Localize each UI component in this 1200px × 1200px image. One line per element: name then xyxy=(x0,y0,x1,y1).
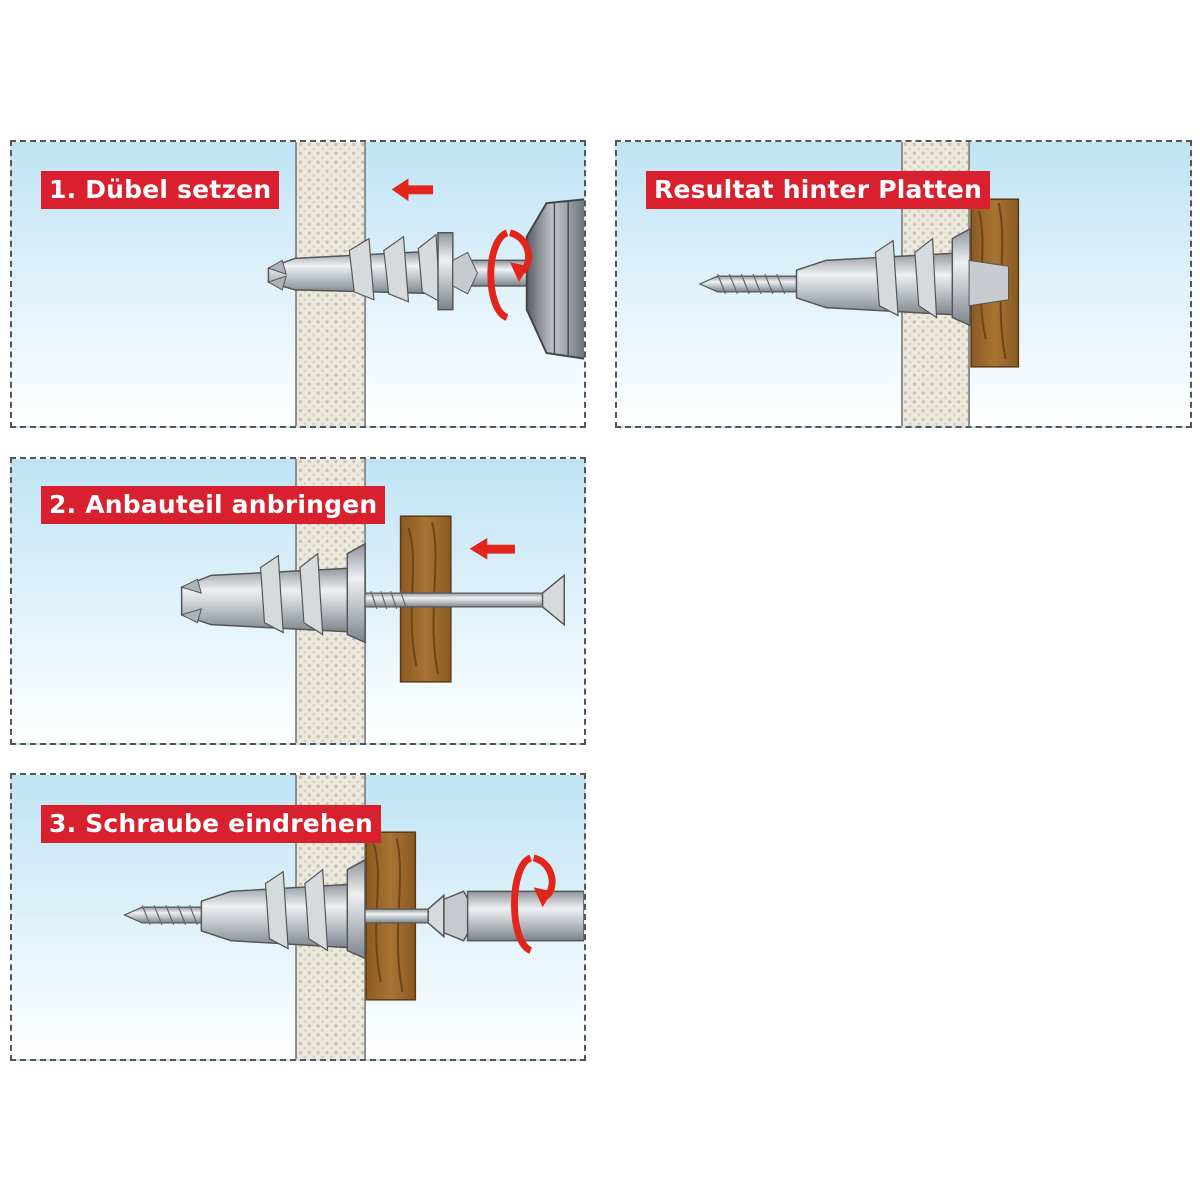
step-1-illustration xyxy=(267,142,584,426)
push-arrow-icon xyxy=(391,178,434,202)
step-3-title: 3. Schraube eindrehen xyxy=(41,805,382,843)
wall-anchor-icon xyxy=(795,227,1010,327)
wall-anchor-icon xyxy=(180,542,366,644)
step-2-title: 2. Anbauteil anbringen xyxy=(41,486,386,524)
screw-icon xyxy=(364,573,565,627)
step-1-title: 1. Dübel setzen xyxy=(41,171,280,209)
screw-icon xyxy=(122,904,212,926)
result-title: Resultat hinter Platten xyxy=(646,171,991,209)
drill-chuck-icon xyxy=(525,198,584,360)
rotation-arrow-icon xyxy=(487,229,532,321)
wall-anchor-icon xyxy=(267,231,454,311)
step-3-panel: 3. Schraube eindrehen xyxy=(10,773,586,1061)
screw-shank xyxy=(364,893,445,939)
screwdriver-bit xyxy=(443,890,584,942)
screw-icon xyxy=(698,273,798,295)
result-panel: Resultat hinter Platten xyxy=(615,140,1192,428)
push-arrow-icon xyxy=(469,537,515,560)
wall-anchor-icon xyxy=(200,858,366,960)
step-1-panel: 1. Dübel setzen xyxy=(10,140,586,428)
step-2-panel: 2. Anbauteil anbringen xyxy=(10,457,586,745)
rotation-arrow-icon xyxy=(511,854,556,954)
